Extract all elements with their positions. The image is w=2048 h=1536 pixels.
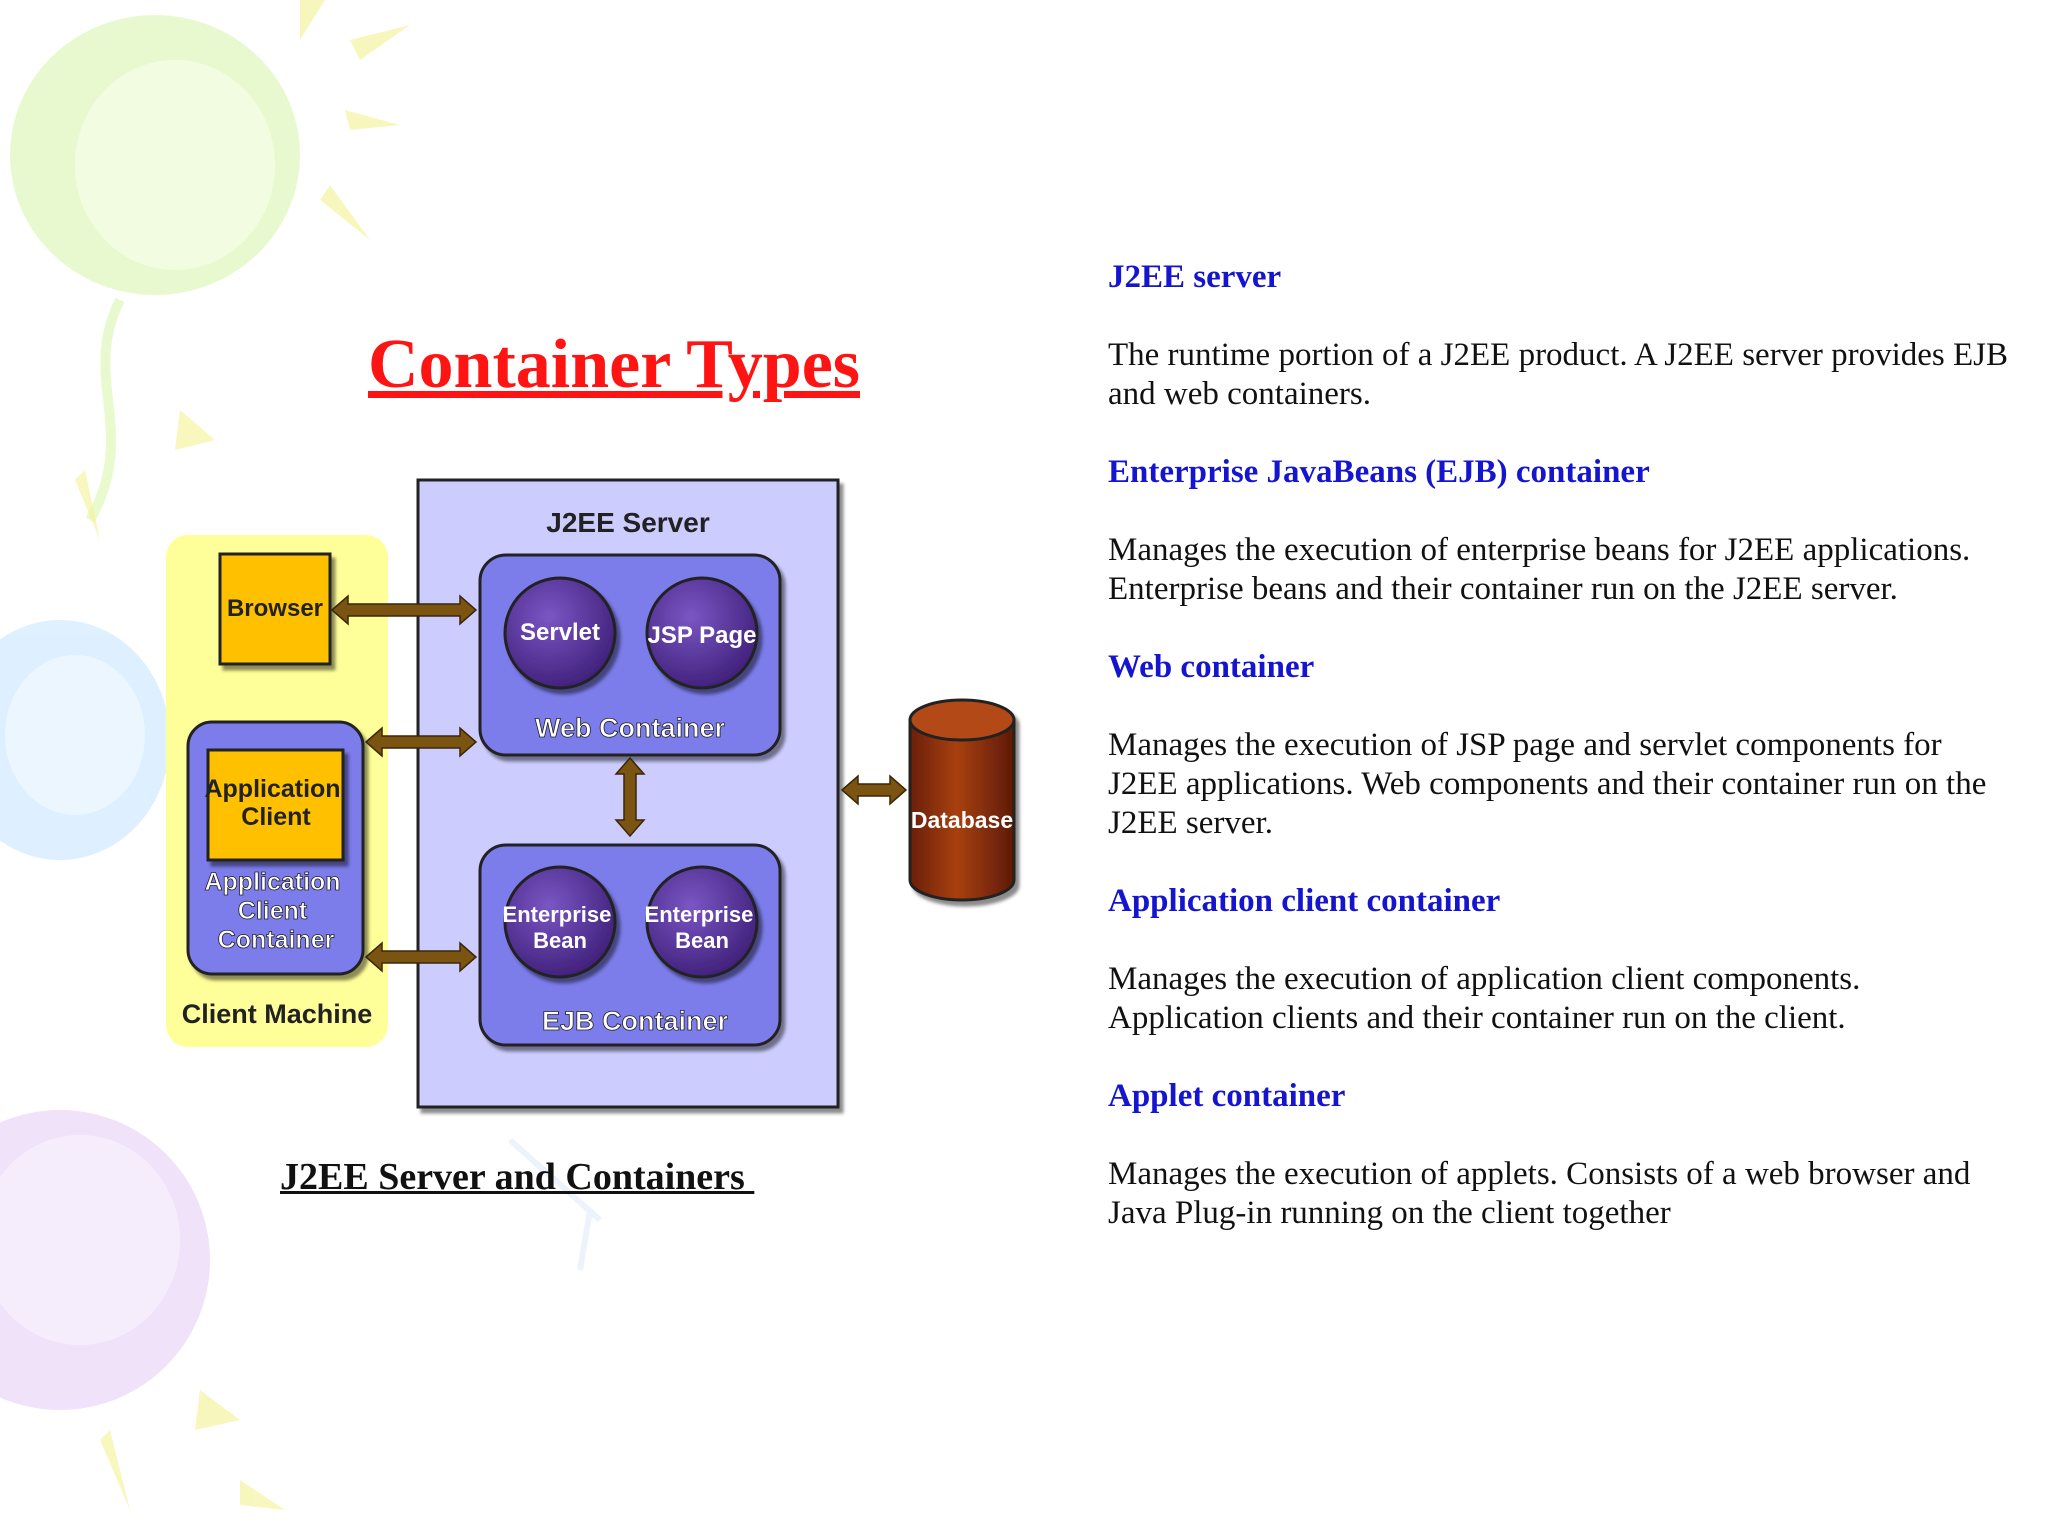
arrow-appclient-ejb (364, 941, 478, 973)
balloon-blue (0, 620, 170, 860)
j2ee-server-label: J2EE Server (546, 507, 710, 538)
client-machine-label: Client Machine (182, 999, 373, 1029)
database-label: Database (911, 807, 1013, 833)
arrows (330, 594, 908, 973)
definition-item: Web container Manages the execution of J… (1108, 648, 2008, 843)
enterprise-bean-node (645, 865, 759, 979)
balloon-purple (0, 1110, 210, 1410)
faint-lines (508, 1137, 602, 1271)
definition-term: Applet container (1108, 1078, 1346, 1114)
browser-label: Browser (227, 595, 323, 622)
browser-box (218, 552, 332, 666)
enterprise-bean-label: Enterprise Bean (503, 902, 618, 953)
servlet-label: Servlet (520, 619, 600, 646)
arrow-web-ejb (614, 756, 646, 838)
ejb-container-label: EJB Container (542, 1006, 729, 1036)
arrow-browser-web (330, 594, 478, 626)
web-container-label: Web Container (535, 713, 726, 743)
definitions-list: J2EE server The runtime portion of a J2E… (1108, 258, 2008, 1272)
definition-item: J2EE server The runtime portion of a J2E… (1108, 258, 2008, 414)
enterprise-bean-node (503, 865, 617, 979)
definition-item: Applet container Manages the execution o… (1108, 1077, 2008, 1233)
slide-title: Container Types (368, 326, 861, 403)
definition-term: J2EE server (1108, 259, 1282, 295)
definition-text: Manages the execution of applets. Consis… (1108, 1156, 1971, 1231)
app-client-label: Application Client (204, 775, 347, 831)
definition-term: Enterprise JavaBeans (EJB) container (1108, 454, 1650, 490)
app-client-box (206, 748, 345, 862)
diagram-caption: J2EE Server and Containers (280, 1156, 755, 1198)
definition-item: Enterprise JavaBeans (EJB) container Man… (1108, 453, 2008, 609)
balloon-green (10, 15, 300, 523)
definition-term: Application client container (1108, 883, 1501, 919)
definition-text: The runtime portion of a J2EE product. A… (1108, 337, 2008, 412)
arrow-server-database (840, 774, 908, 806)
arrow-appclient-web (364, 726, 478, 758)
enterprise-bean-label: Enterprise Bean (645, 902, 760, 953)
servlet-node (503, 576, 617, 690)
j2ee-architecture-diagram: Client Machine Browser Application Clien… (166, 478, 1016, 1109)
database-cylinder (908, 698, 1016, 902)
definition-term: Web container (1108, 649, 1315, 685)
app-client-container-label: Application Client Container (204, 868, 347, 954)
definition-item: Application client container Manages the… (1108, 882, 2008, 1038)
definition-text: Manages the execution of application cli… (1108, 961, 1861, 1036)
jsp-page-label: JSP Page (648, 622, 757, 649)
definition-text: Manages the execution of JSP page and se… (1108, 727, 1987, 841)
jsp-page-node (645, 576, 759, 690)
sparkle-rays (75, 0, 410, 1510)
definition-text: Manages the execution of enterprise bean… (1108, 532, 1971, 607)
